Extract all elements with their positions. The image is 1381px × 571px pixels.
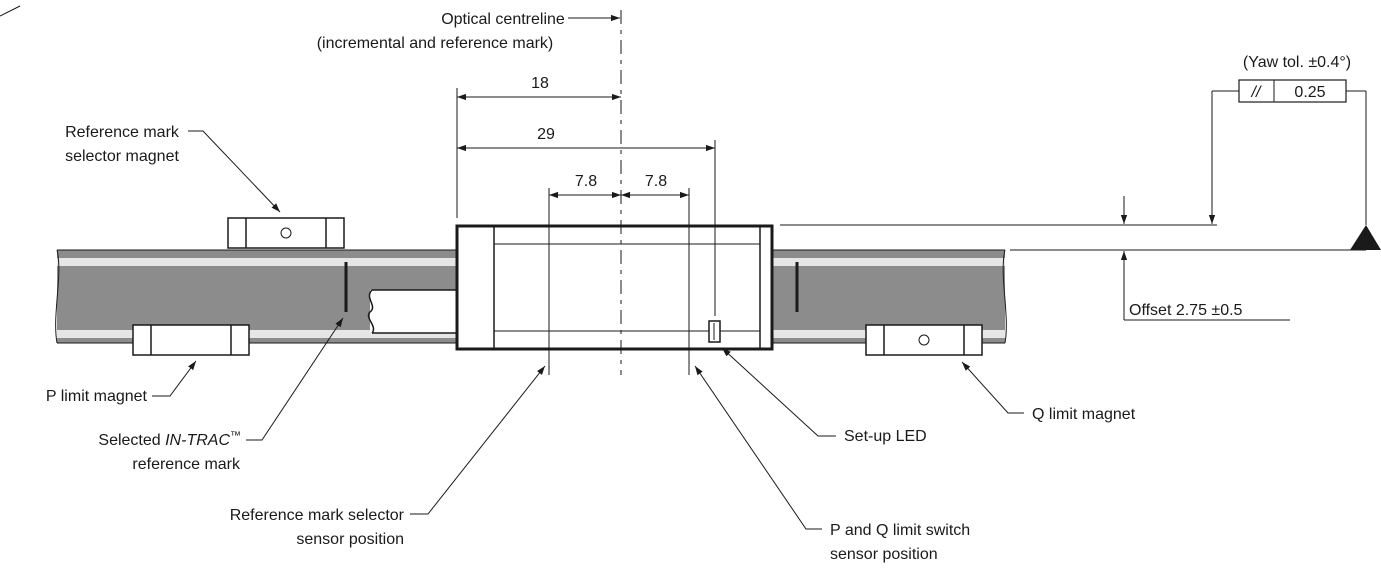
p-limit-magnet-label: P limit magnet: [46, 388, 148, 405]
offset-label: Offset 2.75 ±0.5: [1129, 302, 1243, 319]
selected-ref-mark-leader: [246, 317, 344, 441]
optical-centreline-sublabel: (incremental and reference mark): [317, 35, 554, 52]
ref-selector-sensor-leader: [410, 365, 546, 515]
limit-switch-sensor-sublabel: sensor position: [830, 546, 938, 563]
p-limit-magnet-leader: [152, 360, 197, 397]
parallelism-symbol: //: [1251, 84, 1262, 101]
ref-selector-sensor-label: Reference mark selector: [230, 507, 405, 524]
setup-led-label: Set-up LED: [844, 428, 927, 445]
setup-led-leader: [721, 347, 836, 437]
datum-triangle: [1350, 225, 1381, 250]
yaw-tolerance-label: (Yaw tol. ±0.4°): [1243, 54, 1351, 71]
dim-29: 29: [537, 126, 555, 143]
parallelism-value: 0.25: [1294, 84, 1325, 101]
reference-selector-magnet: [227, 217, 345, 249]
dim-7-8-left: 7.8: [575, 173, 597, 190]
p-limit-magnet: [132, 324, 250, 356]
limit-switch-sensor-label: P and Q limit switch: [830, 522, 970, 539]
ref-selector-magnet-label: Reference mark: [65, 124, 180, 141]
q-limit-magnet-leader: [961, 361, 1024, 414]
readhead-cable: [367, 289, 458, 334]
readhead-body: [455, 224, 774, 351]
ref-selector-magnet-leader: [188, 130, 281, 213]
ref-selector-sensor-sublabel: sensor position: [296, 531, 404, 548]
dim-18: 18: [531, 75, 549, 92]
ref-selector-magnet-sublabel: selector magnet: [65, 148, 179, 165]
corner-fragment: [0, 5, 21, 17]
selected-ref-mark-sublabel: reference mark: [132, 456, 241, 473]
selected-ref-mark-label: Selected IN-TRAC™: [98, 430, 241, 449]
limit-switch-sensor-leader: [694, 365, 822, 530]
dim-7-8-right: 7.8: [645, 173, 667, 190]
optical-centreline-label: Optical centreline: [441, 11, 565, 28]
q-limit-magnet: [865, 324, 983, 356]
q-limit-magnet-label: Q limit magnet: [1032, 406, 1136, 423]
